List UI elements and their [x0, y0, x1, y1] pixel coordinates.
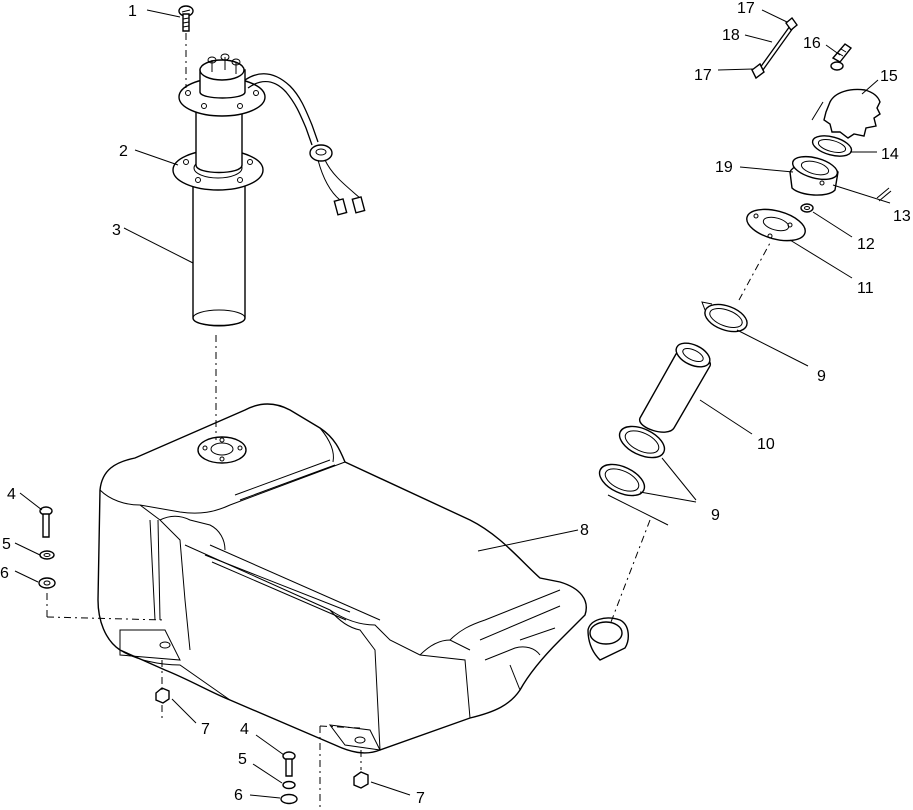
- left-mount-hardware: [38, 506, 170, 722]
- filler-neck-assembly: [598, 16, 892, 623]
- callout-17-top: 17: [737, 0, 755, 17]
- callout-16: 16: [803, 35, 821, 52]
- callout-6-bottom: 6: [234, 787, 243, 804]
- callout-6-left: 6: [0, 565, 9, 582]
- callout-14: 14: [881, 146, 899, 163]
- callout-5-left: 5: [2, 536, 11, 553]
- fuel-tank: [97, 403, 629, 754]
- callout-18: 18: [722, 27, 740, 44]
- leader-lines: [14, 9, 891, 799]
- callout-12: 12: [857, 236, 875, 253]
- callout-7-bottom: 7: [416, 790, 425, 807]
- fuel-pump-assembly: [172, 5, 366, 440]
- callout-4-left: 4: [7, 486, 16, 503]
- callout-1: 1: [128, 3, 137, 20]
- callout-9-lower: 9: [711, 507, 720, 524]
- callout-10: 10: [757, 436, 775, 453]
- callout-2: 2: [119, 143, 128, 160]
- callout-7-left: 7: [201, 721, 210, 738]
- callout-15: 15: [880, 68, 898, 85]
- callout-8: 8: [580, 522, 589, 539]
- callout-5-bottom: 5: [238, 751, 247, 768]
- callout-13: 13: [893, 208, 911, 225]
- callout-19: 19: [715, 159, 733, 176]
- callout-4-bottom: 4: [240, 721, 249, 738]
- callout-9-upper: 9: [817, 368, 826, 385]
- callout-11: 11: [857, 280, 874, 297]
- bottom-mount-hardware: [280, 725, 369, 810]
- callout-3: 3: [112, 222, 121, 239]
- callout-17-lower: 17: [694, 67, 712, 84]
